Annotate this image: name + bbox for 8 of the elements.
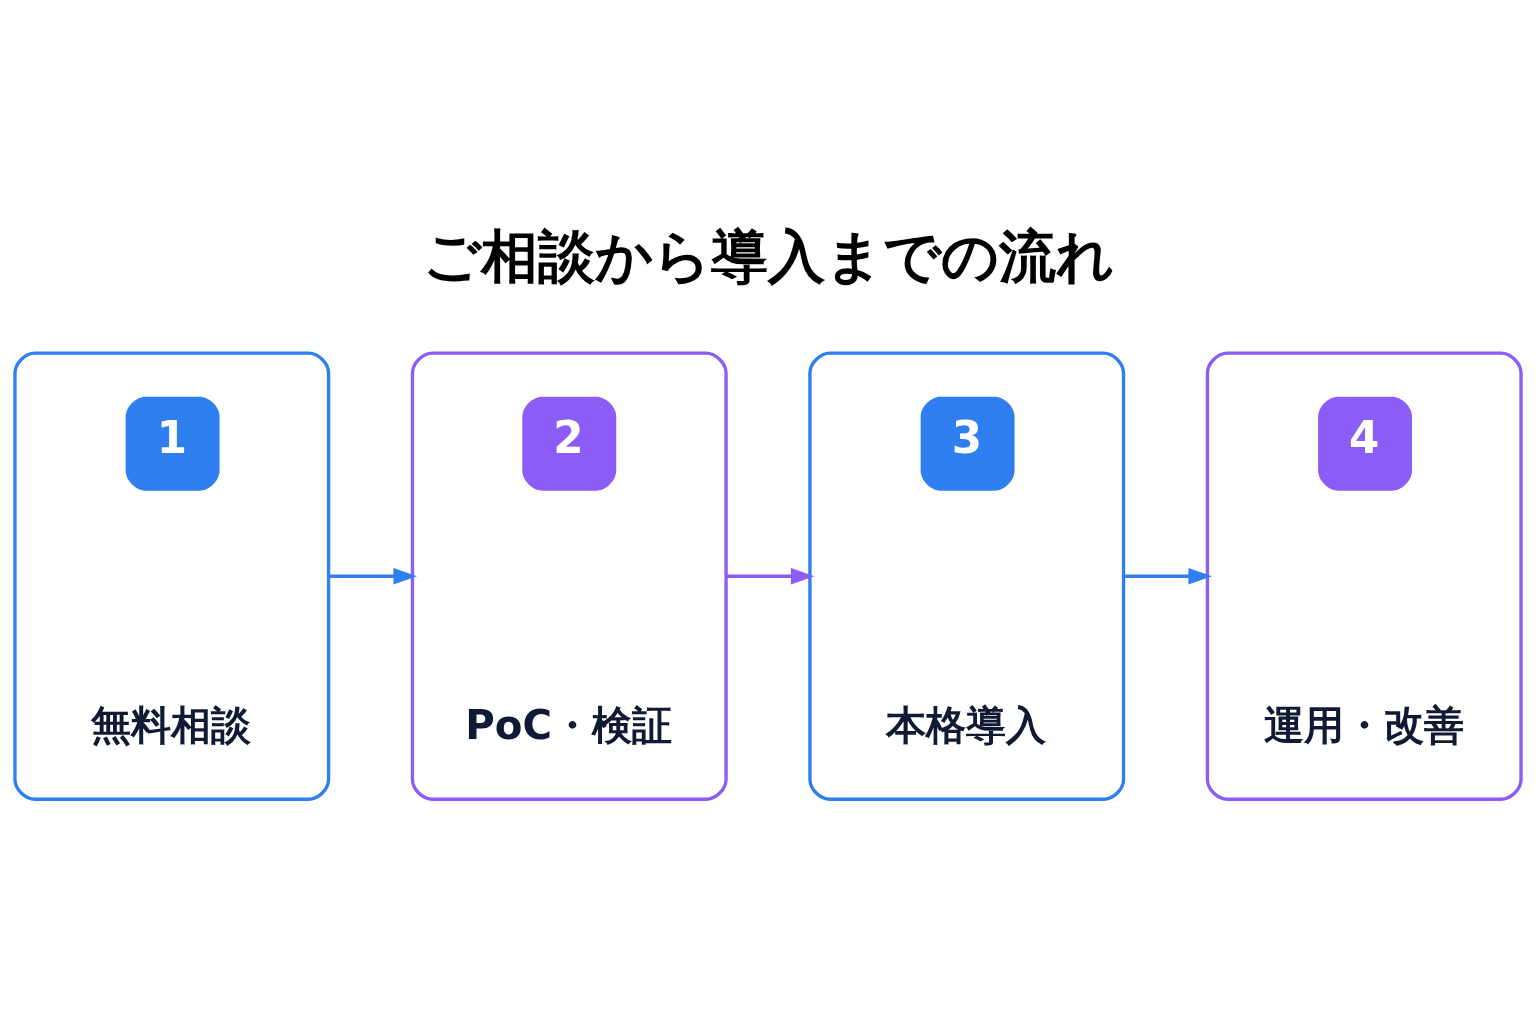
node-box: 2 PoC・検証	[410, 351, 728, 801]
node-box: 3 本格導入	[808, 351, 1126, 801]
arrow	[1123, 567, 1212, 584]
node-box: 1 無料相談	[13, 351, 331, 801]
node-box: 4 運用・改善	[1205, 351, 1523, 801]
diagram-title: ご相談から導入までの流れ	[423, 222, 1115, 289]
arrow	[328, 567, 417, 584]
arrow	[726, 567, 815, 584]
